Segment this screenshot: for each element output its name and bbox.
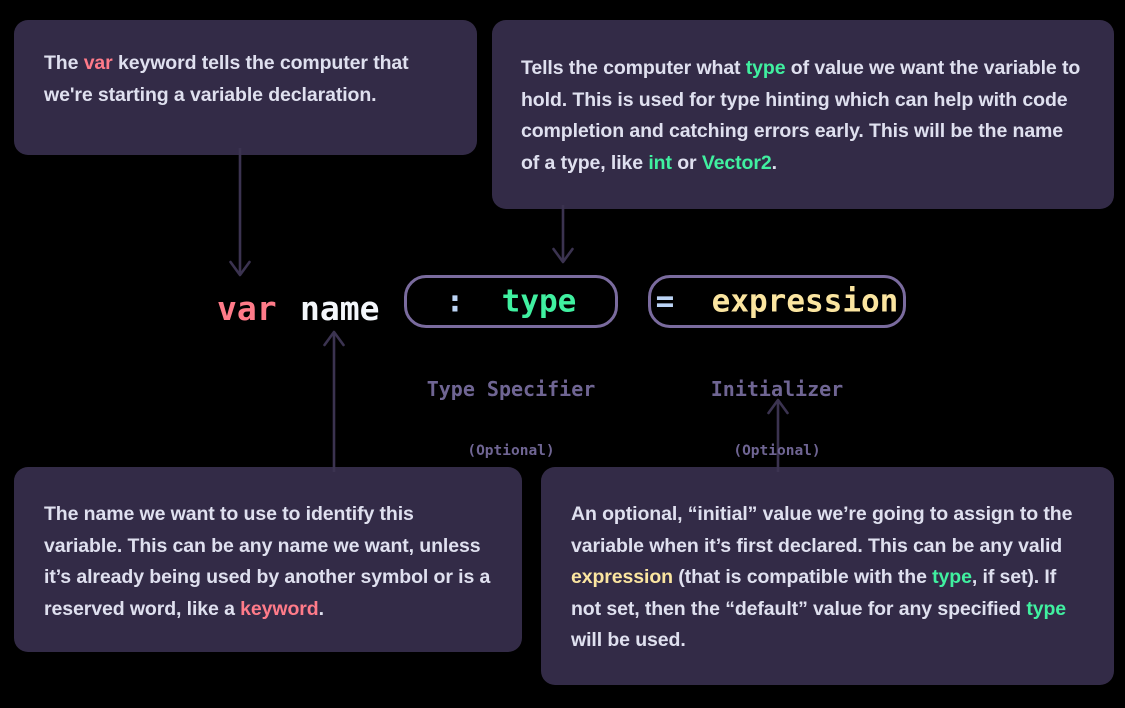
syntax-label-type-specifier-main: Type Specifier [426, 377, 596, 401]
callout-initializer-expression: An optional, “initial” value we’re going… [541, 467, 1114, 685]
highlighted-term-expression: expression [571, 566, 673, 588]
syntax-token-var: var [217, 289, 277, 328]
callout-expression-text: An optional, “initial” value we’re going… [571, 503, 1073, 651]
highlighted-term-keyword: var [83, 52, 113, 74]
arrow-var-to-keyword-icon [228, 148, 252, 278]
syntax-label-initializer-main: Initializer [710, 377, 844, 401]
syntax-slot-initializer-content: = expression [656, 286, 899, 317]
arrow-name-to-identifier-icon [322, 330, 346, 472]
syntax-slot-initializer: = expression [648, 275, 906, 328]
callout-var-keyword: The var keyword tells the computer that … [14, 20, 477, 155]
arrow-type-to-type-slot-icon [551, 205, 575, 265]
syntax-slot-type-content: : type [446, 286, 577, 317]
arrow-expression-to-slot-icon [766, 398, 790, 472]
syntax-value-expression: expression [711, 283, 899, 319]
highlighted-term-type: int [648, 151, 672, 174]
callout-variable-name: The name we want to use to identify this… [14, 467, 522, 652]
callout-type-specifier: Tells the computer what type of value we… [492, 20, 1114, 209]
highlighted-term-type: Vector2 [701, 151, 772, 174]
syntax-label-initializer-sub: (Optional) [733, 443, 821, 459]
highlighted-term-type: type [932, 566, 972, 588]
highlighted-term-type: type [1026, 597, 1067, 620]
syntax-slot-type-specifier: : type [404, 275, 618, 328]
callout-name-text: The name we want to use to identify this… [44, 503, 491, 620]
syntax-operator-colon: : [445, 283, 465, 319]
highlighted-term-keyword: keyword [240, 597, 319, 620]
callout-type-text: Tells the computer what type of value we… [521, 57, 1081, 174]
syntax-row: var name : type = expression Type Specif… [0, 270, 1125, 459]
syntax-label-type-specifier: Type Specifier (Optional) [404, 338, 618, 500]
syntax-label-initializer: Initializer (Optional) [648, 338, 906, 500]
syntax-operator-equals: = [655, 283, 675, 319]
syntax-slot-type-gap [464, 283, 501, 319]
syntax-slot-initializer-gap [674, 283, 711, 319]
syntax-label-type-specifier-sub: (Optional) [467, 443, 555, 459]
syntax-token-name: name [300, 289, 380, 328]
syntax-value-type: type [501, 283, 577, 319]
callout-var-text: The var keyword tells the computer that … [44, 52, 409, 106]
highlighted-term-type: type [745, 57, 786, 79]
